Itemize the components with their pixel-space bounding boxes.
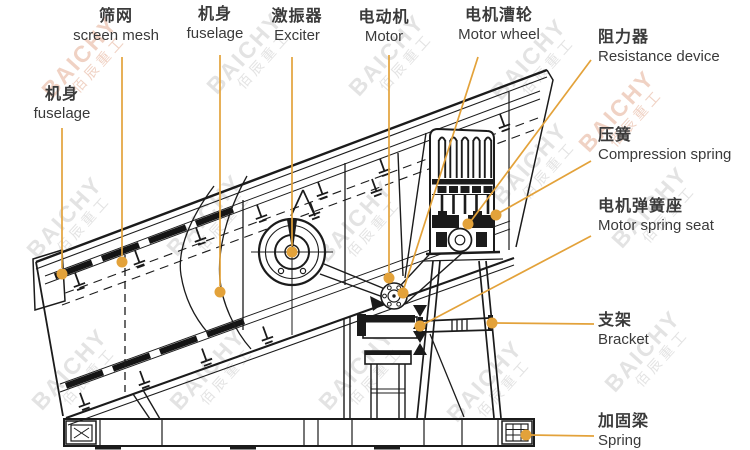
label-resistance-device-en: Resistance device	[598, 47, 720, 65]
label-reinforcing-beam: 加固梁 Spring	[598, 413, 649, 450]
label-exciter-cn: 激振器	[271, 8, 323, 25]
label-fuselage-left-cn: 机身	[44, 86, 79, 103]
label-fuselage-left-en: fuselage	[33, 104, 91, 122]
leader-resistance-device	[470, 59, 592, 222]
label-fuselage-top: 机身 fuselage	[187, 6, 244, 43]
dot-resistance-device	[462, 218, 474, 230]
leader-lines	[56, 55, 595, 441]
label-screen-mesh-cn: 筛网	[98, 8, 133, 25]
dot-reinforcing-beam	[520, 429, 532, 441]
label-exciter: 激振器 Exciter	[271, 8, 322, 45]
dot-compression-spring	[490, 209, 502, 221]
label-motor-spring-seat: 电机弹簧座 Motor spring seat	[598, 198, 714, 235]
dot-bracket	[486, 317, 498, 329]
label-reinforcing-beam-en: Spring	[598, 431, 642, 449]
leader-reinforcing-beam	[529, 434, 595, 437]
label-motor-wheel-cn: 电机漕轮	[464, 7, 534, 24]
label-motor-cn: 电动机	[358, 9, 410, 26]
leader-motor-wheel	[403, 56, 479, 289]
label-compression-spring-cn: 压簧	[598, 127, 633, 144]
label-motor-spring-seat-en: Motor spring seat	[598, 216, 714, 234]
label-bracket-en: Bracket	[598, 330, 649, 348]
label-resistance-device-cn: 阻力器	[598, 29, 650, 46]
leader-motor-spring-seat	[423, 235, 592, 325]
label-exciter-en: Exciter	[274, 26, 320, 44]
dot-motor-wheel	[397, 287, 409, 299]
label-motor-wheel: 电机漕轮 Motor wheel	[458, 7, 540, 44]
drive-belts	[319, 132, 470, 305]
motor-unit-drawing	[422, 127, 504, 262]
dot-motor	[383, 272, 395, 284]
leader-bracket	[495, 322, 595, 325]
dot-fuselage-left	[56, 268, 68, 280]
label-compression-spring: 压簧 Compression spring	[598, 127, 731, 164]
label-screen-mesh-en: screen mesh	[73, 26, 159, 44]
label-motor-en: Motor	[364, 27, 404, 45]
dot-screen-mesh	[116, 256, 128, 268]
label-motor-wheel-en: Motor wheel	[458, 25, 540, 43]
label-reinforcing-beam-cn: 加固梁	[598, 413, 650, 430]
label-fuselage-top-cn: 机身	[197, 6, 232, 23]
dot-motor-spring-seat	[414, 320, 426, 332]
dot-fuselage-top	[214, 286, 226, 298]
label-compression-spring-en: Compression spring	[598, 145, 732, 163]
label-fuselage-top-en: fuselage	[186, 24, 244, 42]
label-bracket-cn: 支架	[598, 312, 633, 329]
base-frame-drawing	[63, 418, 535, 450]
label-screen-mesh: 筛网 screen mesh	[73, 8, 159, 45]
label-bracket: 支架 Bracket	[598, 312, 649, 349]
label-motor: 电动机 Motor	[358, 9, 409, 46]
dot-exciter	[286, 246, 298, 258]
label-fuselage-left: 机身 fuselage	[34, 86, 91, 123]
leader-compression-spring	[498, 160, 592, 214]
label-motor-spring-seat-cn: 电机弹簧座	[598, 198, 684, 215]
label-resistance-device: 阻力器 Resistance device	[598, 29, 720, 66]
